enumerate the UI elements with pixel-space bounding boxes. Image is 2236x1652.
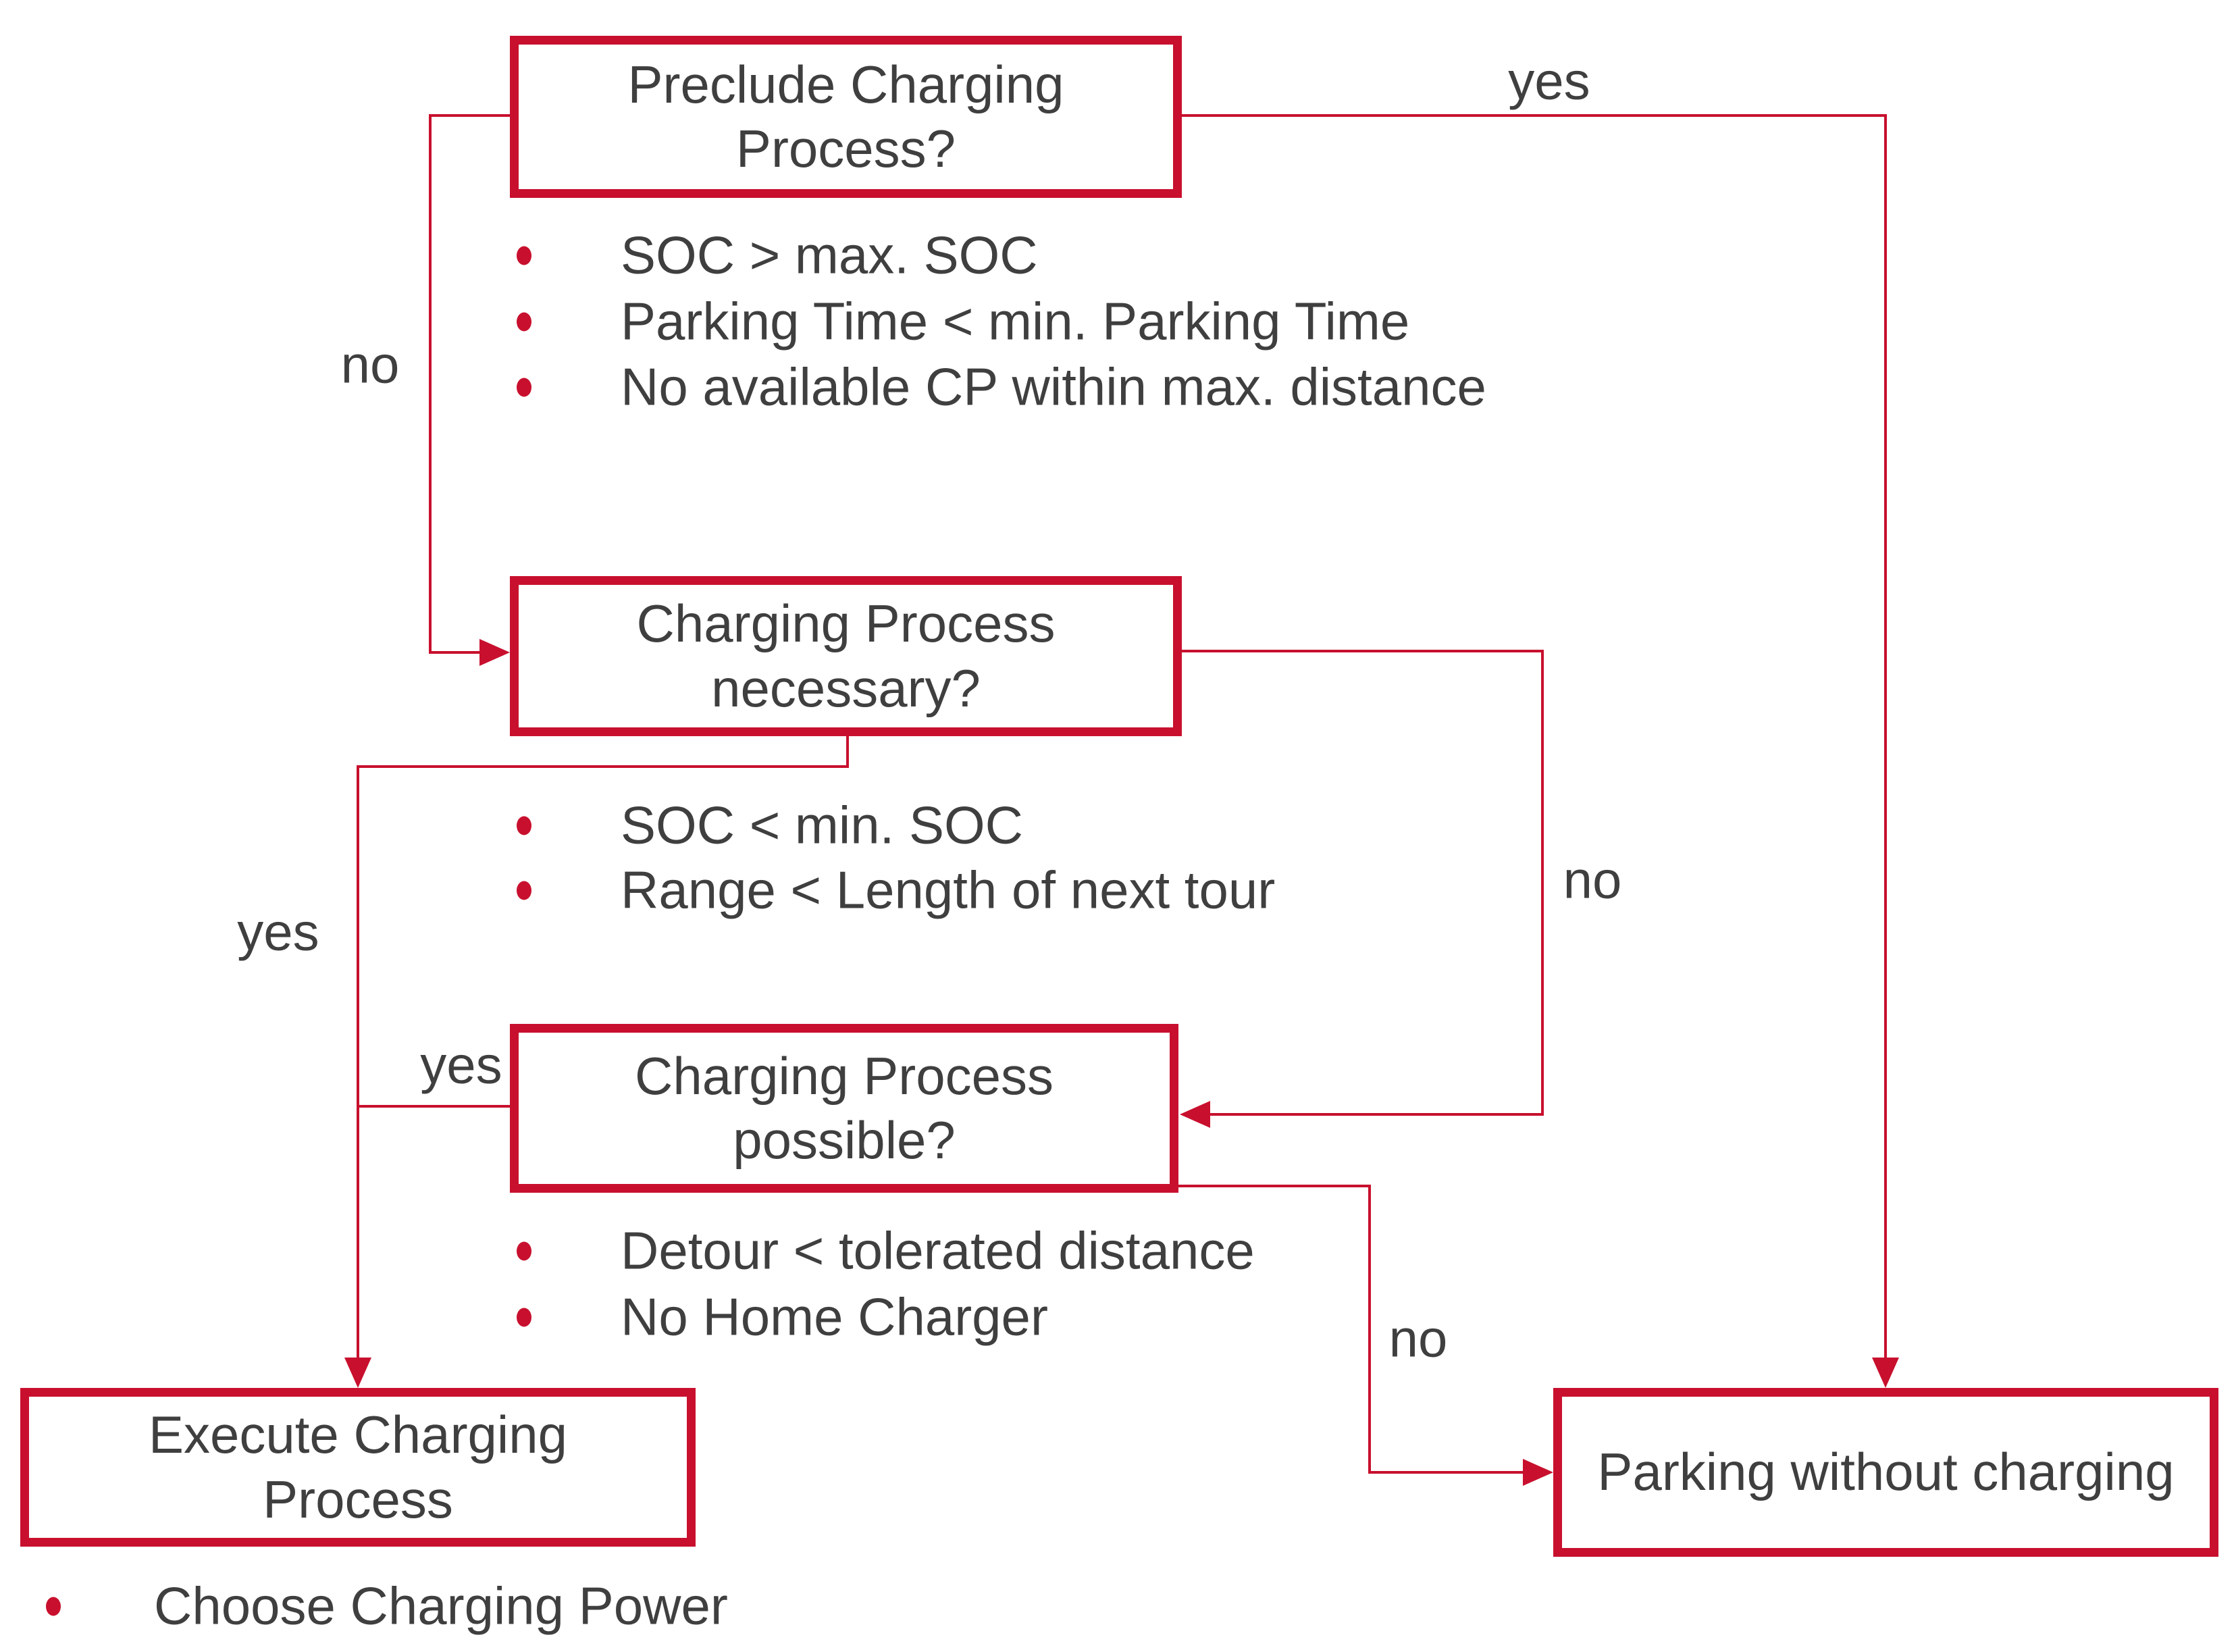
terminal-box-parking-without-charging-label: Parking without charging xyxy=(1597,1442,2175,1502)
edge-label-preclude-yes: yes xyxy=(1508,51,1590,111)
terminal-box-execute-charging: Execute Charging Process xyxy=(20,1388,696,1547)
decision-box-charging-possible: Charging Process possible? xyxy=(510,1024,1178,1193)
criteria-text: No Home Charger xyxy=(621,1287,1048,1347)
criteria-text: No available CP within max. distance xyxy=(621,357,1486,417)
edge-preclude-no-horizontal-bottom xyxy=(430,651,483,654)
edge-possible-no-horizontal-bottom xyxy=(1368,1471,1525,1474)
terminal-box-parking-without-charging: Parking without charging xyxy=(1553,1388,2218,1557)
criteria-necessary-item-2: Range < Length of next tour xyxy=(517,860,1275,921)
criteria-necessary-item-1: SOC < min. SOC xyxy=(517,795,1023,856)
edge-label-preclude-no: no xyxy=(340,334,400,394)
edge-label-necessary-yes: yes xyxy=(237,902,319,962)
arrowhead-into-necessary-icon xyxy=(479,639,510,666)
criteria-execute-item-1: Choose Charging Power xyxy=(46,1576,728,1637)
criteria-preclude-item-1: SOC > max. SOC xyxy=(517,225,1038,286)
edge-preclude-no-horizontal-top xyxy=(430,114,510,117)
bullet-dot-icon xyxy=(517,246,531,265)
bullet-dot-icon xyxy=(517,1308,531,1326)
edge-necessary-yes-stub xyxy=(846,735,849,768)
edge-possible-yes-horizontal xyxy=(358,1105,510,1108)
edge-necessary-no-horizontal-bottom xyxy=(1209,1113,1542,1116)
edge-preclude-yes-vertical xyxy=(1884,114,1887,1359)
edge-label-necessary-no: no xyxy=(1563,850,1622,910)
criteria-text: Range < Length of next tour xyxy=(621,860,1276,920)
criteria-preclude-item-2: Parking Time < min. Parking Time xyxy=(517,291,1409,353)
decision-box-charging-necessary: Charging Process necessary? xyxy=(510,576,1182,736)
criteria-possible-item-1: Detour < tolerated distance xyxy=(517,1220,1255,1282)
edge-possible-no-horizontal-top xyxy=(1175,1185,1370,1187)
bullet-dot-icon xyxy=(517,881,531,900)
criteria-text: Detour < tolerated distance xyxy=(621,1220,1255,1281)
criteria-possible-item-2: No Home Charger xyxy=(517,1287,1048,1348)
edge-yes-trunk-vertical xyxy=(357,765,359,1359)
edge-preclude-yes-horizontal xyxy=(1182,114,1886,117)
bullet-dot-icon xyxy=(517,378,531,396)
edge-label-possible-no: no xyxy=(1388,1308,1448,1368)
edge-preclude-no-vertical xyxy=(429,114,432,654)
criteria-text: Parking Time < min. Parking Time xyxy=(621,291,1410,351)
arrowhead-into-parking-left-icon xyxy=(1523,1459,1553,1486)
bullet-dot-icon xyxy=(517,312,531,331)
edge-necessary-no-horizontal-top xyxy=(1182,650,1542,652)
edge-necessary-yes-horizontal xyxy=(357,765,849,768)
arrowhead-into-possible-icon xyxy=(1180,1101,1210,1128)
bullet-dot-icon xyxy=(46,1597,61,1616)
criteria-text: SOC > max. SOC xyxy=(621,225,1038,285)
arrowhead-into-parking-top-icon xyxy=(1872,1358,1899,1388)
decision-box-preclude-charging: Preclude Charging Process? xyxy=(510,36,1182,198)
decision-box-preclude-charging-label: Preclude Charging Process? xyxy=(627,54,1064,178)
criteria-text: SOC < min. SOC xyxy=(621,795,1023,855)
terminal-box-execute-charging-label: Execute Charging Process xyxy=(148,1405,568,1529)
arrowhead-into-execute-icon xyxy=(344,1358,371,1388)
decision-box-charging-possible-label: Charging Process possible? xyxy=(635,1046,1054,1170)
bullet-dot-icon xyxy=(517,1241,531,1260)
edge-necessary-no-vertical xyxy=(1541,650,1544,1116)
bullet-dot-icon xyxy=(517,816,531,835)
criteria-text: Choose Charging Power xyxy=(154,1576,728,1636)
criteria-preclude-item-3: No available CP within max. distance xyxy=(517,357,1486,418)
edge-label-possible-yes: yes xyxy=(420,1035,502,1095)
decision-box-charging-necessary-label: Charging Process necessary? xyxy=(636,594,1056,718)
edge-possible-no-vertical xyxy=(1368,1185,1371,1474)
